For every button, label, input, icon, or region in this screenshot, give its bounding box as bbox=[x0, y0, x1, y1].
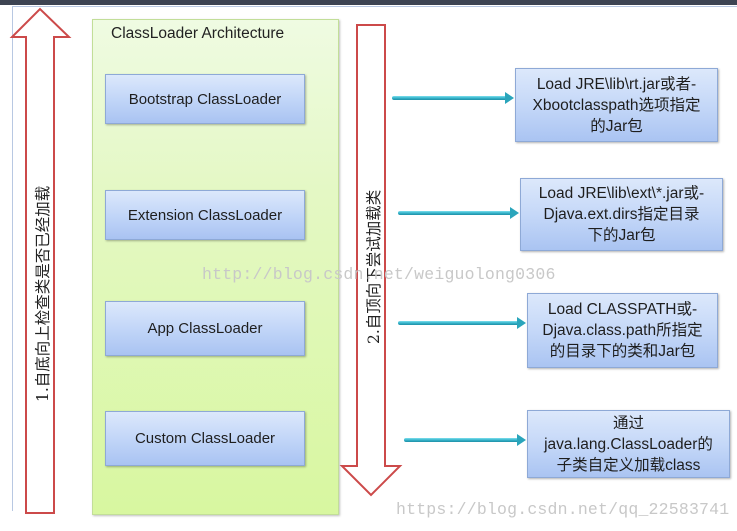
description-line: Djava.ext.dirs指定目录 bbox=[543, 206, 700, 223]
frame-left-border bbox=[12, 6, 13, 511]
description-line: Xbootclasspath选项指定 bbox=[532, 96, 701, 114]
top-bar bbox=[0, 0, 737, 5]
description-line: 的目录下的类和Jar包 bbox=[549, 343, 696, 360]
connector-arrow-2 bbox=[398, 207, 519, 219]
description-line: Djava.class.path所指定 bbox=[542, 322, 703, 339]
bootstrap-classloader-box: Bootstrap ClassLoader bbox=[105, 74, 305, 124]
up-arrow-label: 1.自底向上检查类是否已经加载 bbox=[34, 185, 52, 402]
connector-arrow-4 bbox=[404, 434, 526, 446]
classloader-architecture-container: ClassLoader Architecture Bootstrap Class… bbox=[92, 19, 339, 515]
app-classloader-box: App ClassLoader bbox=[105, 301, 305, 356]
description-line: Load CLASSPATH或- bbox=[547, 301, 698, 318]
extension-description-box: Load JRE\lib\ext\*.jar或- Djava.ext.dirs指… bbox=[520, 178, 723, 251]
connector-arrow-1 bbox=[392, 92, 514, 104]
loader-label: App ClassLoader bbox=[147, 320, 263, 337]
watermark-middle: http://blog.csdn.net/weiguolong0306 bbox=[202, 265, 556, 284]
up-arrow bbox=[9, 7, 72, 514]
bootstrap-description-box: Load JRE\lib\rt.jar或者- Xbootclasspath选项指… bbox=[515, 68, 718, 142]
loader-label: Bootstrap ClassLoader bbox=[128, 90, 282, 108]
description-line: 下的Jar包 bbox=[587, 227, 656, 244]
description-line: 子类自定义加载class bbox=[556, 456, 701, 474]
description-line: 通过 bbox=[612, 414, 644, 432]
extension-classloader-box: Extension ClassLoader bbox=[105, 190, 305, 240]
custom-classloader-box: Custom ClassLoader bbox=[105, 411, 305, 466]
loader-label: Custom ClassLoader bbox=[134, 430, 276, 447]
description-line: 的Jar包 bbox=[590, 117, 643, 135]
frame-top-border bbox=[12, 6, 737, 7]
watermark-bottom: https://blog.csdn.net/qq_22583741 bbox=[396, 500, 730, 519]
connector-arrow-3 bbox=[398, 317, 526, 329]
loader-label: Extension ClassLoader bbox=[127, 206, 283, 224]
app-description-box: Load CLASSPATH或- Djava.class.path所指定 的目录… bbox=[527, 293, 718, 368]
description-line: Load JRE\lib\rt.jar或者- bbox=[536, 75, 697, 93]
description-line: Load JRE\lib\ext\*.jar或- bbox=[538, 185, 705, 202]
container-title: ClassLoader Architecture bbox=[111, 25, 285, 42]
down-arrow bbox=[339, 24, 403, 497]
description-line: java.lang.ClassLoader的 bbox=[544, 435, 713, 453]
custom-description-box: 通过 java.lang.ClassLoader的 子类自定义加载class bbox=[527, 410, 730, 478]
